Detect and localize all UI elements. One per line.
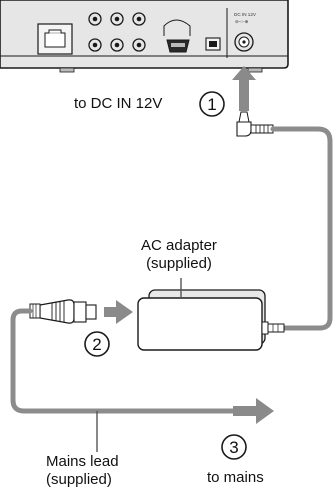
step-3-number: 3	[229, 438, 238, 457]
step-1-badge: 1	[199, 91, 225, 117]
lan-port	[37, 23, 73, 55]
step-2-badge: 2	[84, 331, 110, 357]
mains-lead-label-line1: Mains lead	[46, 453, 119, 470]
dc-in-jack-label: DC IN 12V	[234, 12, 257, 17]
optical-port	[205, 37, 221, 51]
dc-polarity-label: ⊖-○-⊕	[235, 19, 249, 24]
ac-adapter	[137, 289, 285, 351]
ac-adapter-label-line1: AC adapter	[141, 237, 217, 254]
mains-lead-cable	[10, 308, 238, 414]
av-jacks	[88, 12, 146, 52]
hdmi-port	[163, 19, 191, 53]
step-3-badge: 3	[221, 434, 247, 460]
arrow-to-adapter	[104, 300, 133, 324]
dc-cable	[270, 126, 333, 331]
player-rear-panel: DC IN 12V ⊖-○-⊕	[0, 0, 289, 73]
ac-adapter-label: AC adapter (supplied)	[120, 237, 238, 273]
to-dc-in-label: to DC IN 12V	[74, 95, 163, 112]
arrow-to-dc-in	[232, 66, 256, 111]
dc-plug	[236, 111, 274, 137]
arrow-to-mains	[233, 398, 274, 424]
mains-lead-label-line2: (supplied)	[46, 471, 112, 488]
mains-lead-label: Mains lead (supplied)	[46, 453, 119, 489]
to-mains-label: to mains	[207, 469, 264, 486]
step-1-number: 1	[207, 95, 216, 114]
mains-lead-connector	[29, 299, 97, 324]
step-2-number: 2	[92, 335, 101, 354]
dc-in-jack: DC IN 12V ⊖-○-⊕	[234, 12, 257, 52]
ac-adapter-label-line2: (supplied)	[146, 255, 212, 272]
